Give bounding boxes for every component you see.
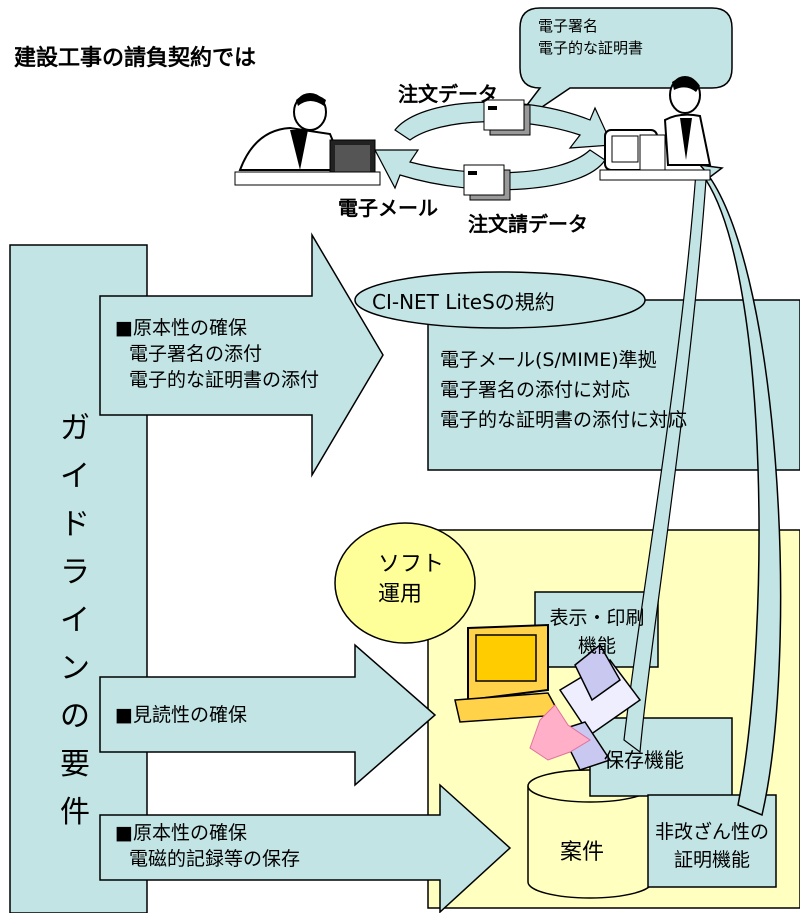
save-label: 保存機能 <box>604 748 684 772</box>
cinet-line3: 電子的な証明書の添付に対応 <box>440 409 688 431</box>
requirements-char: イ <box>60 459 90 494</box>
case-label: 案件 <box>560 840 605 865</box>
software-ellipse <box>334 522 476 644</box>
bubble-line2: 電子的な証明書 <box>538 39 644 57</box>
cinet-title-ellipse <box>354 271 646 329</box>
email-label: 電子メール <box>338 196 438 220</box>
requirements-label: ガ イ ド ラ イ ン の 要 件 <box>55 405 95 837</box>
cinet-text: 電子メール(S/MIME)準拠 電子署名の添付に対応 電子的な証明書の添付に対応 <box>440 345 687 435</box>
arrow-readability <box>99 643 437 787</box>
requirements-char: ン <box>60 651 90 686</box>
order-ack-label: 注文請データ <box>468 212 588 236</box>
exchange-arrow-bottom <box>374 149 606 191</box>
requirements-char: の <box>60 699 90 734</box>
requirements-char: ド <box>60 507 90 542</box>
arrow1-text: ■原本性の確保 電子署名の添付 電子的な証明書の添付 <box>115 315 319 393</box>
requirements-char: イ <box>60 603 90 638</box>
envelope-icon-order <box>483 99 531 136</box>
arrow1-line3: 電子的な証明書の添付 <box>129 369 320 391</box>
save-box <box>589 717 733 797</box>
display-print-line1: 表示・印刷 <box>549 607 645 629</box>
computer-icon <box>454 623 642 771</box>
arrow3-text: ■原本性の確保 電磁的記録等の保存 <box>115 820 300 872</box>
display-print-text: 表示・印刷 機能 <box>542 604 652 660</box>
bubble-line1: 電子署名 <box>538 17 599 35</box>
arrow1-line2: 電子署名の添付 <box>129 343 263 365</box>
software-line1: ソフト <box>378 552 445 577</box>
display-print-line2: 機能 <box>577 635 616 657</box>
requirements-char: ラ <box>60 555 90 590</box>
cinet-title: CI-NET LiteSの規約 <box>372 290 555 314</box>
tamper-line1: 非改ざん性の <box>654 821 769 843</box>
person-left-icon <box>234 93 381 186</box>
arrow-authenticity-1 <box>99 232 384 478</box>
requirements-char: ガ <box>60 411 90 446</box>
requirements-char: 件 <box>60 795 90 830</box>
arrow2-text: ■見読性の確保 <box>115 704 247 726</box>
cinet-line1: 電子メール(S/MIME)準拠 <box>440 349 657 371</box>
bubble-text: 電子署名 電子的な証明書 <box>538 15 643 59</box>
curved-arrow-left-branch <box>623 170 707 754</box>
curved-arrow <box>698 163 782 817</box>
envelope-icon-ack <box>463 164 511 201</box>
speech-bubble <box>507 7 733 131</box>
cinet-line2: 電子署名の添付に対応 <box>440 379 631 401</box>
arrow1-line1: ■原本性の確保 <box>115 317 247 339</box>
arrow3-line2: 電磁的記録等の保存 <box>129 848 301 870</box>
requirements-char: 要 <box>60 747 90 782</box>
page-title: 建設工事の請負契約では <box>14 46 257 71</box>
person-right-icon <box>599 76 712 181</box>
arrow-authenticity-2 <box>99 783 512 913</box>
order-data-label: 注文データ <box>398 82 498 106</box>
arrow3-line1: ■原本性の確保 <box>115 822 247 844</box>
tamper-line2: 証明機能 <box>673 849 750 871</box>
tamper-text: 非改ざん性の 証明機能 <box>652 818 772 874</box>
software-line2: 運用 <box>378 582 423 607</box>
software-text: ソフト 運用 <box>378 550 444 610</box>
